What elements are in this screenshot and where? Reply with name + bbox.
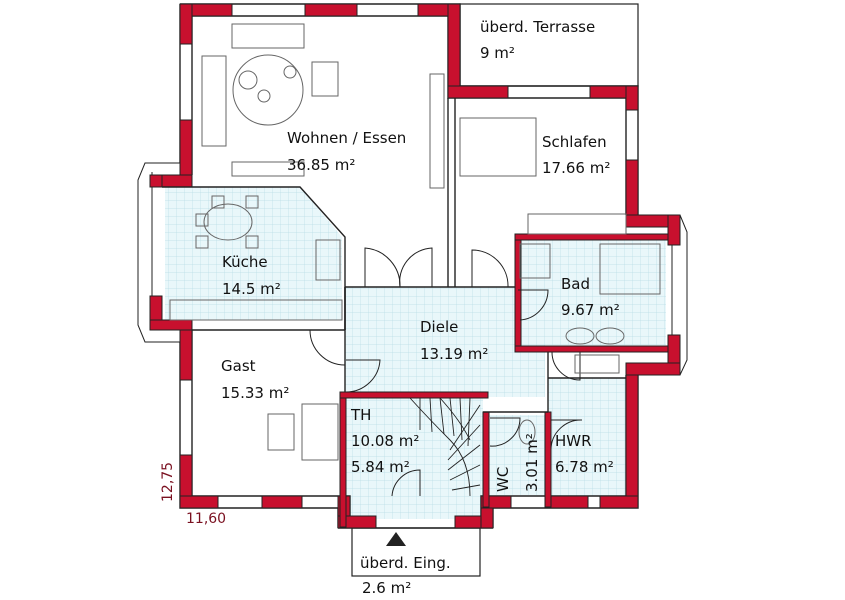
wall-piers	[149, 3, 681, 529]
interior-walls	[339, 233, 669, 528]
staircase	[409, 397, 481, 497]
partitions	[162, 98, 626, 413]
tiled-floors	[165, 187, 666, 519]
room-wc-area: 3.01 m²	[523, 433, 541, 492]
room-th-area-1: 10.08 m²	[351, 432, 420, 450]
diele-floor	[345, 287, 545, 397]
dimension-width: 11,60	[186, 511, 227, 527]
kueche-floor	[165, 187, 342, 320]
room-eingang-area: 2.6 m²	[362, 579, 412, 597]
room-gast-area: 15.33 m²	[221, 384, 290, 402]
room-bad-name: Bad	[561, 275, 591, 293]
room-kueche-name: Küche	[222, 253, 268, 271]
wc-floor	[488, 415, 546, 495]
entrance-arrow	[386, 532, 406, 546]
room-th-area-2: 5.84 m²	[351, 458, 410, 476]
room-kueche-area: 14.5 m²	[222, 280, 281, 298]
room-schlafen-name: Schlafen	[542, 133, 607, 151]
room-diele-area: 13.19 m²	[420, 345, 489, 363]
room-wc-name: WC	[494, 466, 512, 492]
doors	[309, 247, 583, 497]
room-terrasse-name: überd. Terrasse	[480, 18, 596, 36]
furniture	[169, 23, 661, 461]
room-gast-name: Gast	[221, 357, 256, 375]
room-hwr-name: HWR	[555, 432, 592, 450]
room-wohnen-name: Wohnen / Essen	[287, 129, 407, 147]
hwr-floor	[548, 378, 630, 496]
room-eingang-name: überd. Eing.	[360, 554, 451, 572]
room-terrasse-area: 9 m²	[480, 44, 515, 62]
room-diele-name: Diele	[420, 318, 459, 336]
room-wohnen-area: 36.85 m²	[287, 156, 356, 174]
room-bad-area: 9.67 m²	[561, 301, 620, 319]
dimension-depth: 12,75	[160, 461, 176, 502]
room-schlafen-area: 17.66 m²	[542, 159, 611, 177]
room-th-name: TH	[351, 406, 372, 424]
bad-floor	[518, 237, 666, 345]
th-floor	[345, 397, 483, 519]
room-hwr-area: 6.78 m²	[555, 458, 614, 476]
